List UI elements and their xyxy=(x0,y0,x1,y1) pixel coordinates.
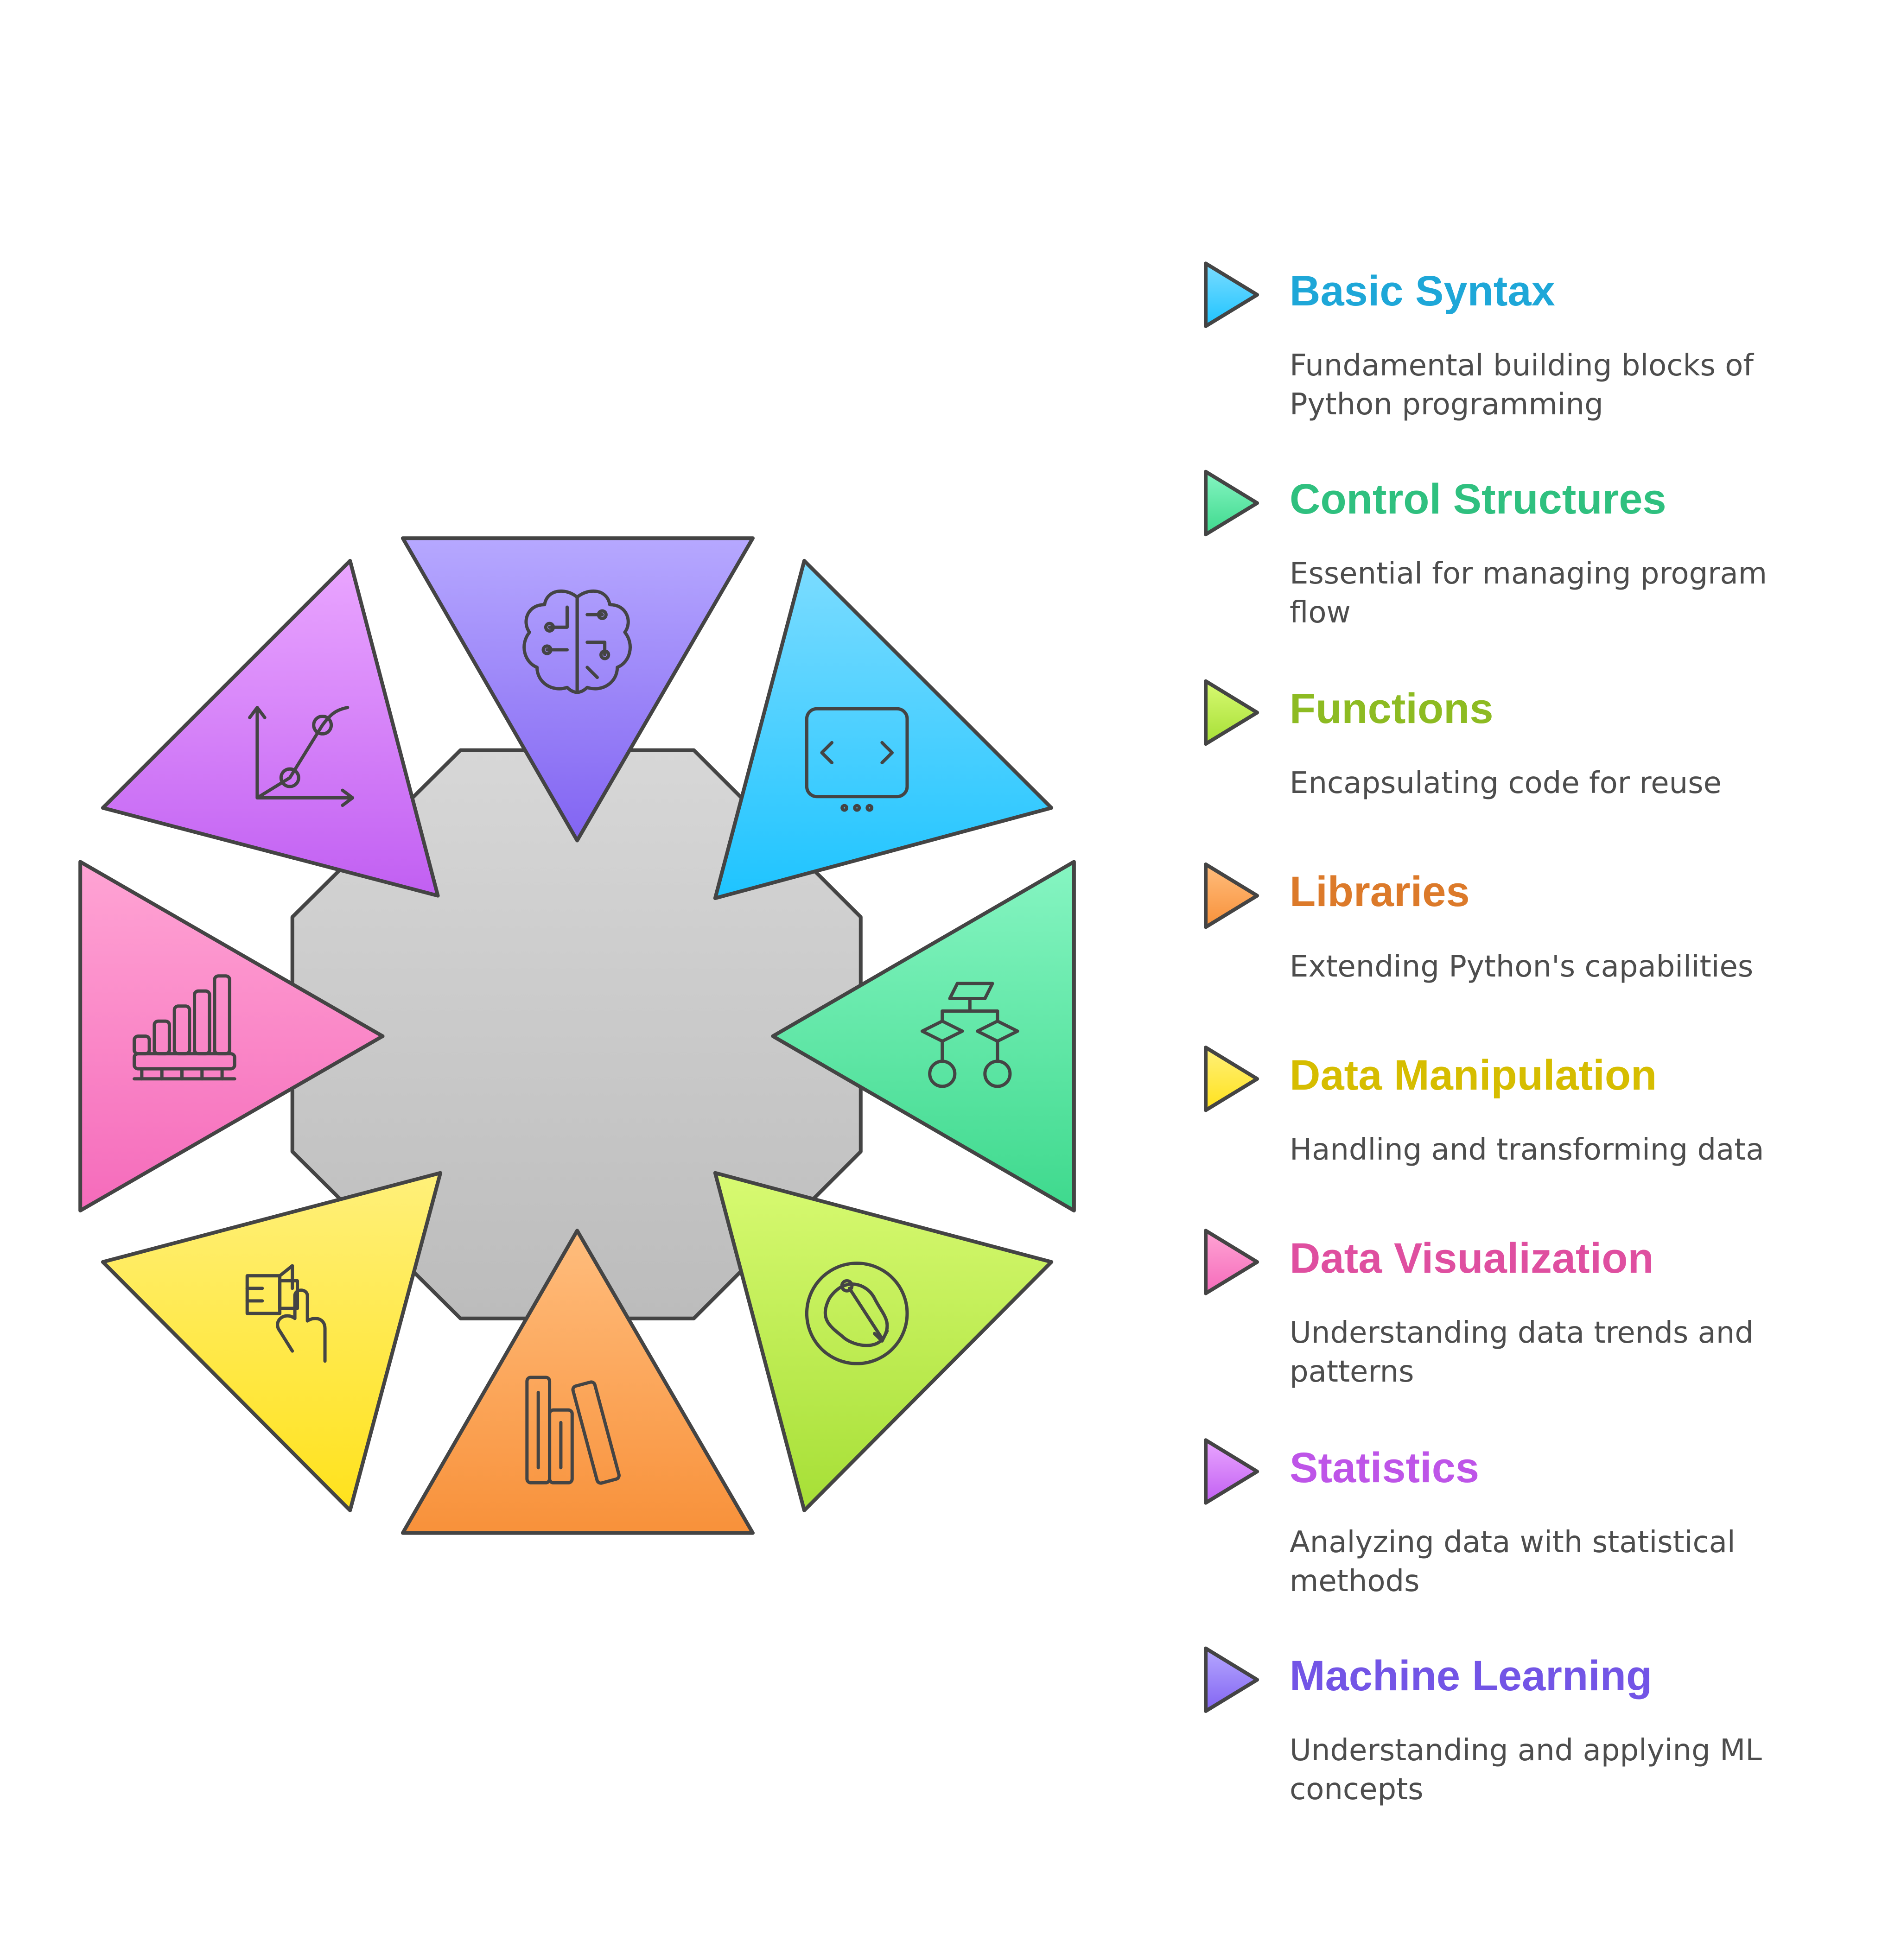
legend-description-data-visualization: Understanding data trends and patterns xyxy=(1290,1316,1754,1389)
brain-circuit-icon xyxy=(522,589,632,694)
triangle-data-visualization xyxy=(78,860,385,1212)
legend-description-machine-learning: Understanding and applying ML concepts xyxy=(1290,1733,1762,1807)
triangle-basic-syntax xyxy=(713,558,1054,900)
legend-title-libraries: Libraries xyxy=(1290,868,1470,915)
legend-description-basic-syntax: Fundamental building blocks of Python pr… xyxy=(1290,349,1754,422)
legend-title-data-visualization: Data Visualization xyxy=(1290,1235,1654,1282)
triangle-data-manipulation xyxy=(101,1171,443,1512)
legend-arrow-statistics xyxy=(1204,1438,1259,1505)
flowchart-icon xyxy=(920,982,1019,1088)
legend-title-statistics: Statistics xyxy=(1290,1444,1480,1491)
line-graph-icon xyxy=(248,706,355,807)
bar-chart-icon xyxy=(133,974,236,1081)
code-window-icon xyxy=(805,707,909,812)
legend-description-functions: Encapsulating code for reuse xyxy=(1290,766,1722,800)
legend-description-data-manipulation: Handling and transforming data xyxy=(1290,1133,1764,1167)
triangle-control-structures xyxy=(771,860,1076,1212)
legend-arrow-data-manipulation xyxy=(1204,1046,1259,1112)
legend-arrow-libraries xyxy=(1204,862,1259,929)
legend-description-control-structures: Essential for managing program flow xyxy=(1290,557,1768,630)
legend-arrow-basic-syntax xyxy=(1204,261,1259,328)
legend-title-basic-syntax: Basic Syntax xyxy=(1290,267,1555,315)
triangle-statistics xyxy=(101,558,440,898)
legend-arrow-machine-learning xyxy=(1204,1646,1259,1713)
path-compass-icon xyxy=(805,1262,909,1365)
books-icon xyxy=(525,1376,621,1485)
legend-title-data-manipulation: Data Manipulation xyxy=(1290,1052,1657,1099)
legend-arrow-control-structures xyxy=(1204,469,1259,537)
legend-title-functions: Functions xyxy=(1290,685,1494,732)
hand-data-icon xyxy=(245,1264,327,1363)
legend-title-machine-learning: Machine Learning xyxy=(1290,1652,1653,1700)
legend-description-libraries: Extending Python's capabilities xyxy=(1290,950,1754,984)
legend-arrow-functions xyxy=(1204,679,1259,746)
legend-arrow-data-visualization xyxy=(1204,1229,1259,1295)
legend-title-control-structures: Control Structures xyxy=(1290,476,1666,523)
legend-description-statistics: Analyzing data with statistical methods xyxy=(1290,1525,1736,1598)
triangle-libraries xyxy=(401,1229,755,1535)
